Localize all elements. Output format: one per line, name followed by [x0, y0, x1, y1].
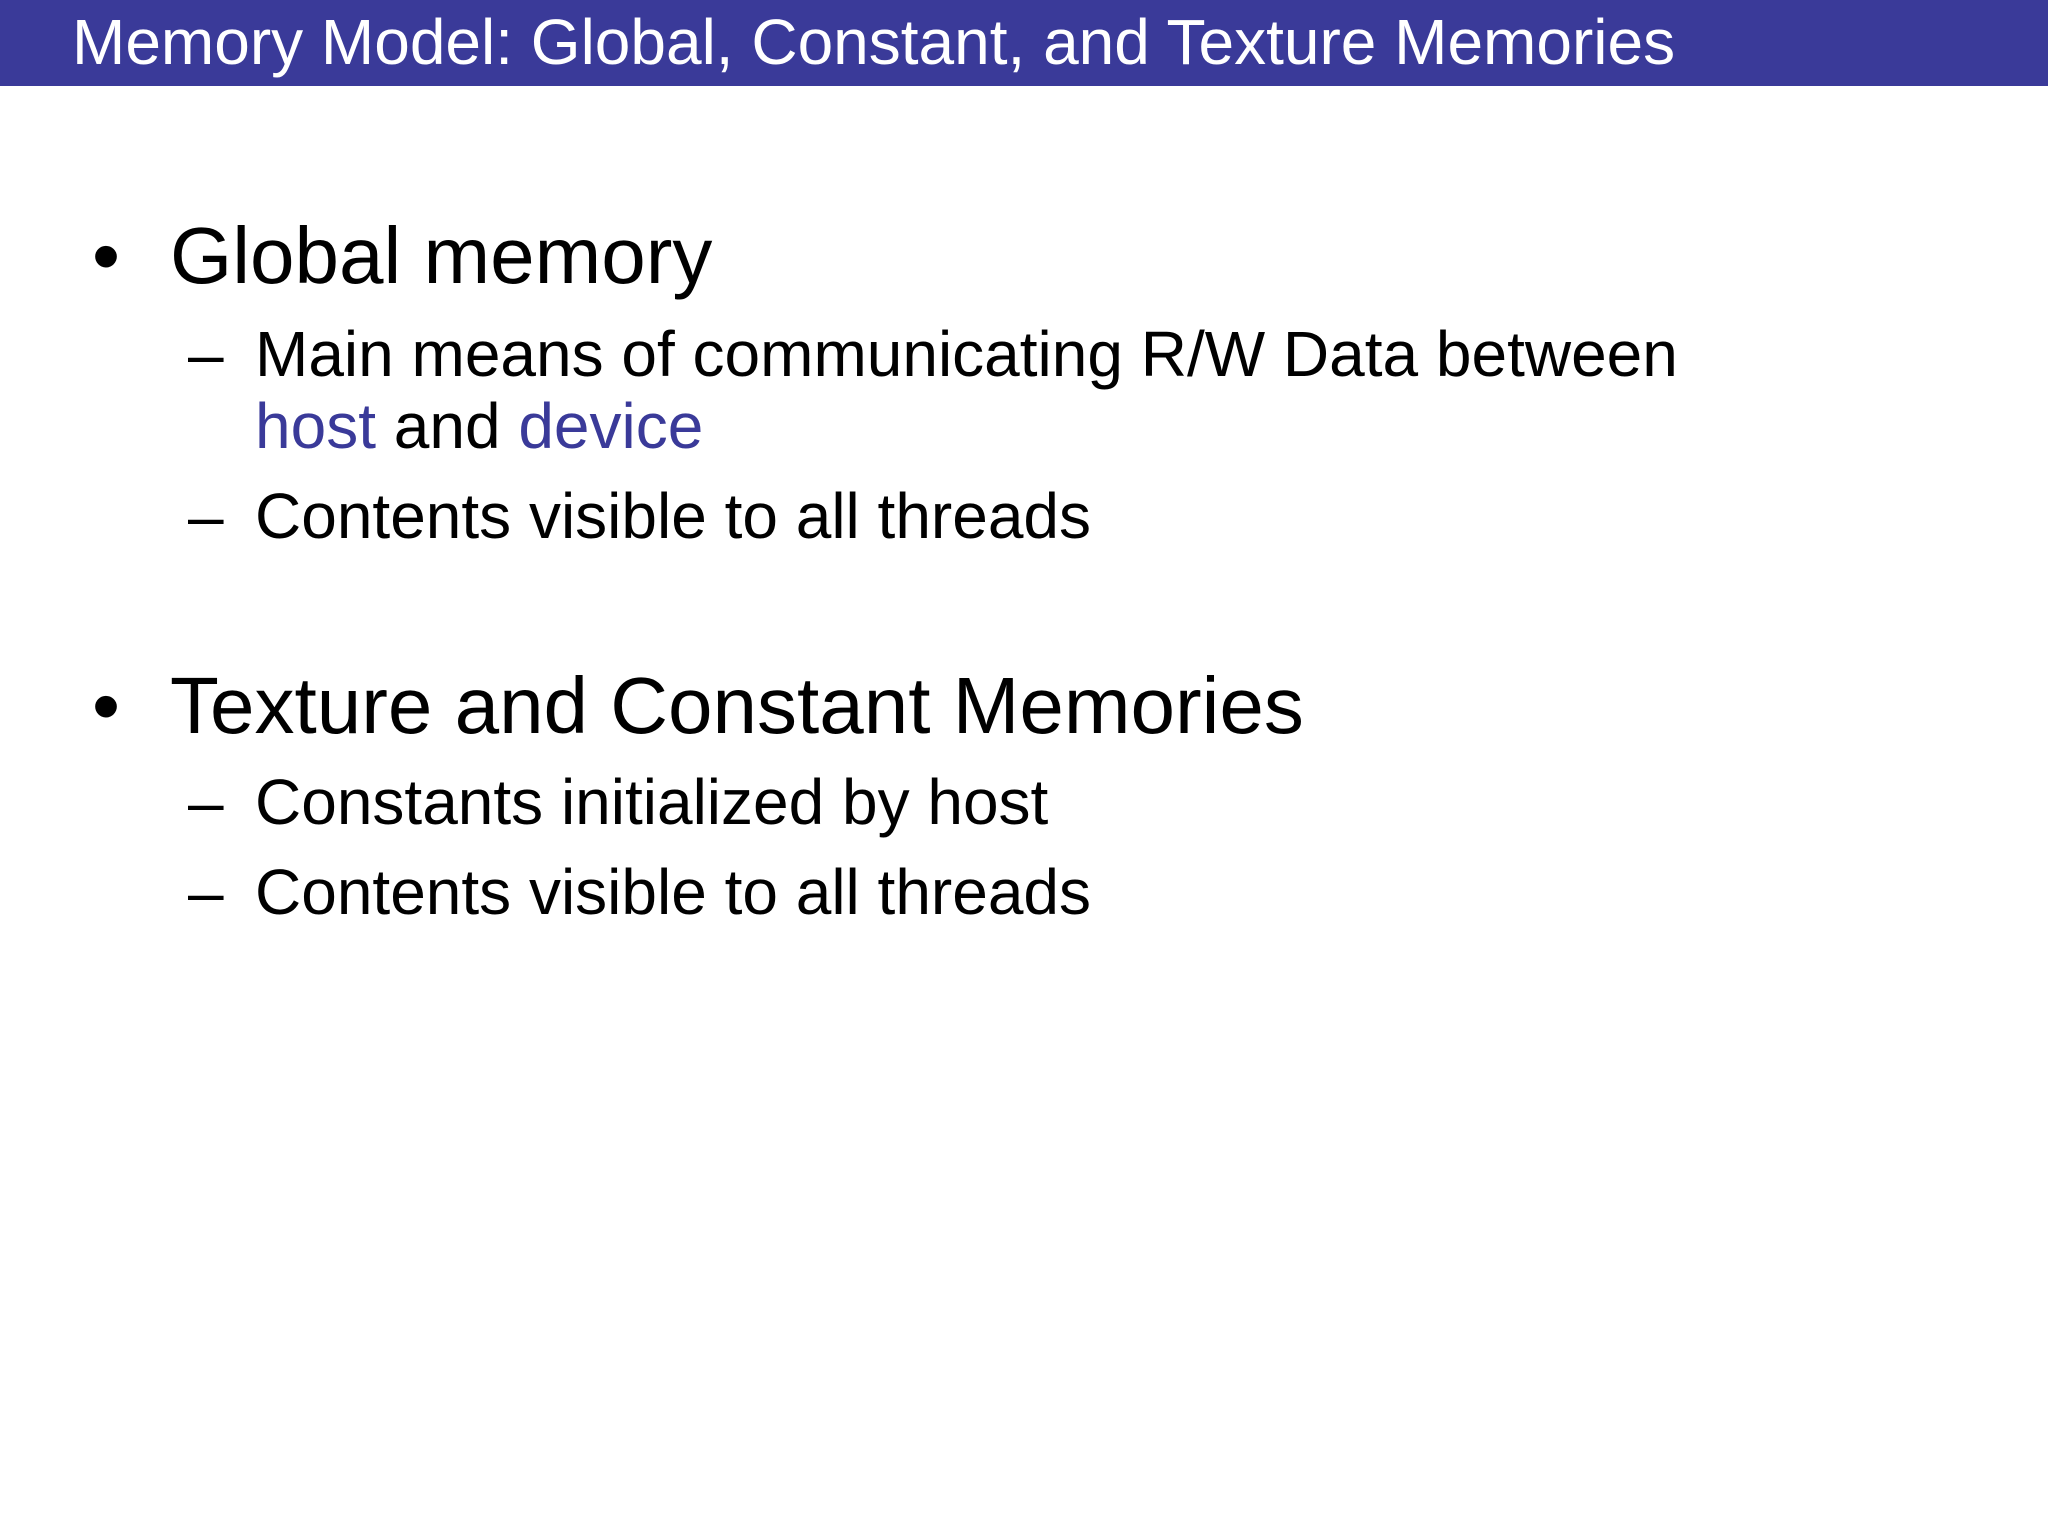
sub-bullet-marker: – — [188, 318, 224, 390]
sub-bullet-marker: – — [188, 856, 224, 928]
bullet-marker: • — [92, 661, 121, 750]
sub-bullet-main-means: – Main means of communicating R/W Data b… — [188, 318, 1948, 468]
highlight-host: host — [255, 390, 376, 462]
sub-bullet-text: Constants initialized by host — [255, 766, 1049, 838]
sub-bullet-line-2: host and device — [255, 390, 1895, 462]
slide-title: Memory Model: Global, Constant, and Text… — [72, 6, 1676, 78]
sub-bullet-contents-visible-1: – Contents visible to all threads — [188, 480, 1948, 552]
bullet-text: Global memory — [170, 211, 713, 300]
sub-bullet-text: Contents visible to all threads — [255, 856, 1091, 928]
sub-bullet-marker: – — [188, 766, 224, 838]
bullet-text: Texture and Constant Memories — [170, 661, 1304, 750]
sub-bullet-marker: – — [188, 480, 224, 552]
bullet-texture-constant: • Texture and Constant Memories — [92, 658, 1592, 754]
sub-bullet-constants-initialized: – Constants initialized by host — [188, 766, 1948, 838]
title-bar: Memory Model: Global, Constant, and Text… — [0, 0, 2048, 86]
sub-bullet-line-1: Main means of communicating R/W Data bet… — [255, 318, 1678, 390]
sub-bullet-text: Contents visible to all threads — [255, 480, 1091, 552]
connector-text: and — [375, 390, 519, 462]
bullet-marker: • — [92, 211, 121, 300]
bullet-global-memory: • Global memory — [92, 208, 1292, 304]
sub-bullet-contents-visible-2: – Contents visible to all threads — [188, 856, 1948, 928]
highlight-device: device — [518, 390, 704, 462]
sub-bullet-body: Main means of communicating R/W Data bet… — [255, 318, 1895, 462]
